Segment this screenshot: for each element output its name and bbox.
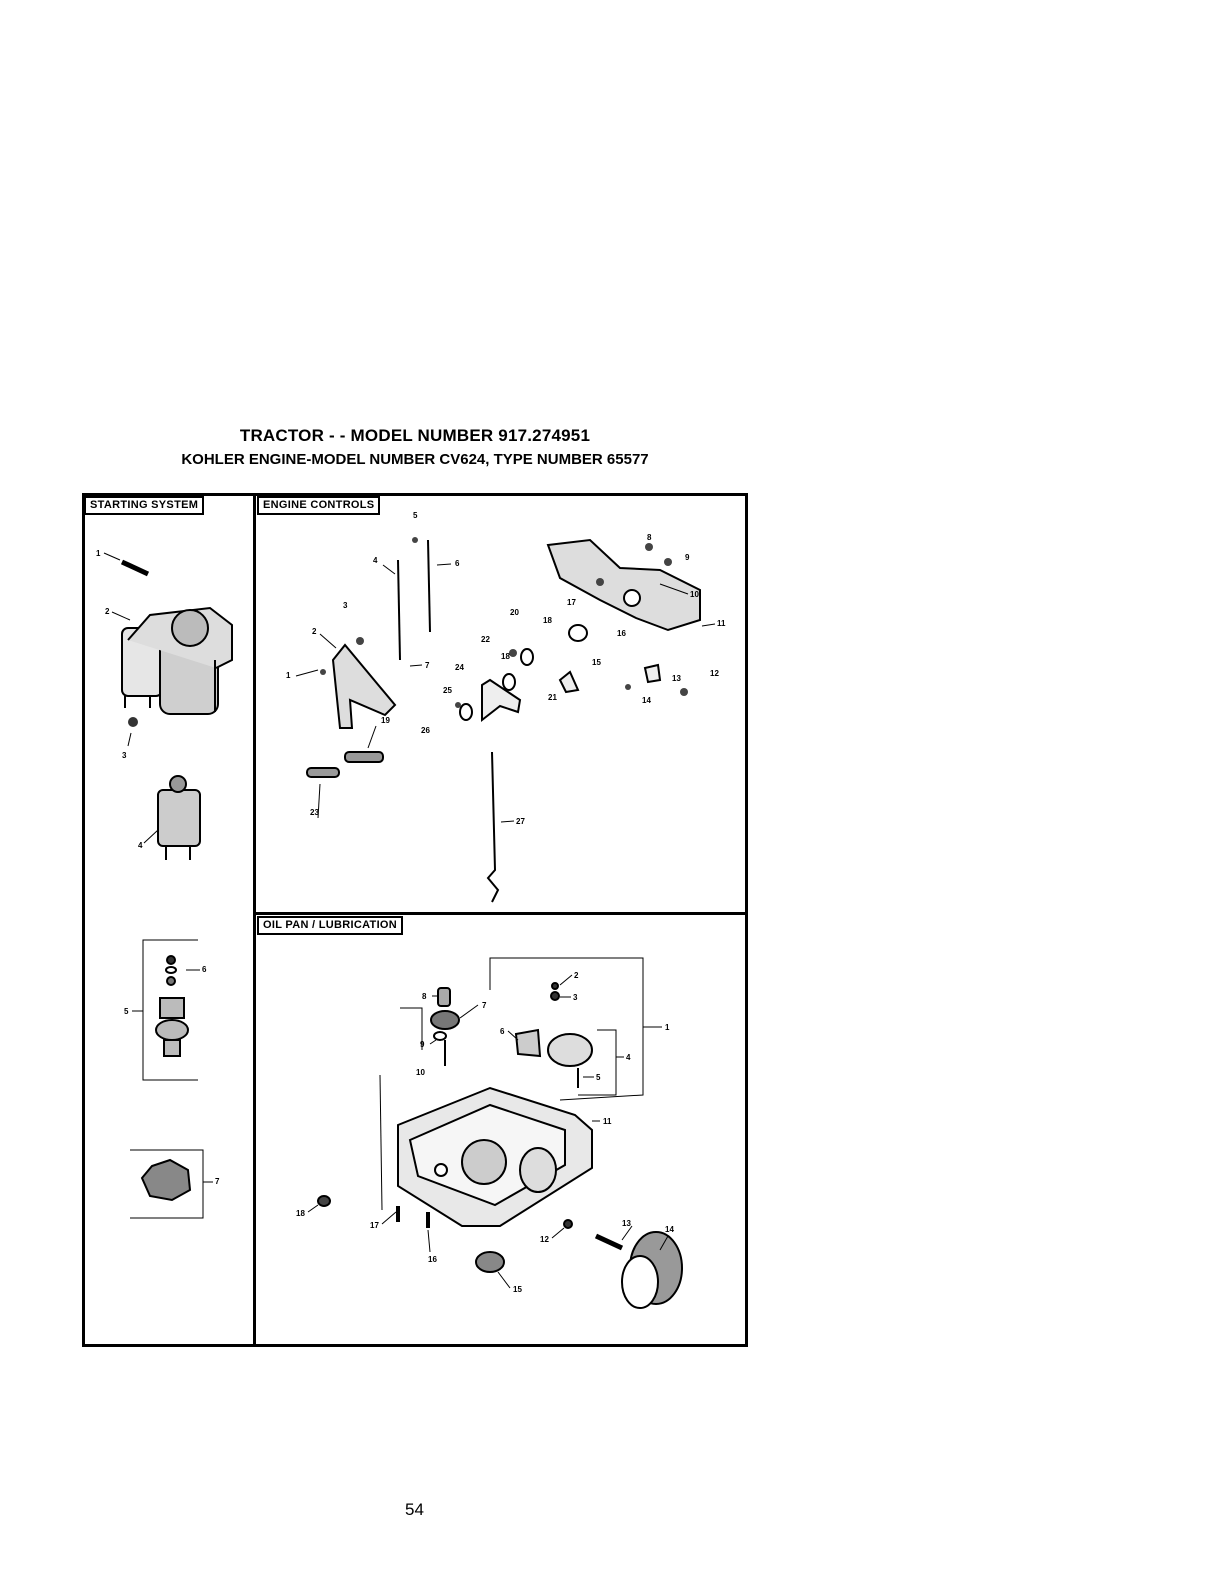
callout: 16	[617, 629, 626, 638]
callout: 18	[296, 1209, 305, 1218]
callout: 18	[501, 652, 510, 661]
oil-pan-icon	[398, 1088, 592, 1226]
section-label-starting-system: STARTING SYSTEM	[84, 496, 204, 515]
callout: 12	[710, 669, 719, 678]
callout: 21	[548, 693, 557, 702]
oil-gears-icon	[431, 983, 592, 1088]
callout: 4	[626, 1053, 631, 1062]
callout: 10	[690, 590, 699, 599]
callout: 10	[416, 1068, 425, 1077]
callout: 27	[516, 817, 525, 826]
callout: 6	[500, 1027, 505, 1036]
callout: 2	[574, 971, 579, 980]
linkage-rods	[398, 540, 498, 902]
section-label-oil-pan: OIL PAN / LUBRICATION	[257, 916, 403, 935]
callout: 11	[717, 619, 726, 628]
callout: 18	[543, 616, 552, 625]
callout: 7	[482, 1001, 487, 1010]
callout: 24	[455, 663, 464, 672]
callout: 3	[343, 601, 348, 610]
callout: 20	[510, 608, 519, 617]
callout: 1	[96, 549, 101, 558]
callout: 7	[215, 1177, 220, 1186]
starter-nut-icon	[128, 717, 138, 746]
callout: 16	[428, 1255, 437, 1264]
section-label-engine-controls: ENGINE CONTROLS	[257, 496, 380, 515]
callout: 1	[665, 1023, 670, 1032]
callout: 6	[455, 559, 460, 568]
callout: 15	[592, 658, 601, 667]
callout: 14	[665, 1225, 674, 1234]
spring-icon	[307, 752, 383, 777]
solenoid-icon	[158, 776, 200, 860]
callout: 8	[422, 992, 427, 1001]
callout: 9	[420, 1040, 425, 1049]
callout: 1	[286, 671, 291, 680]
callout: 4	[138, 841, 143, 850]
callout: 22	[481, 635, 490, 644]
callout: 2	[312, 627, 317, 636]
callout: 19	[381, 716, 390, 725]
callout: 25	[443, 686, 452, 695]
callout: 12	[540, 1235, 549, 1244]
callout: 5	[596, 1073, 601, 1082]
callout: 11	[603, 1117, 612, 1126]
page-number: 54	[405, 1500, 424, 1520]
control-bracket-icon	[548, 540, 700, 630]
callout: 9	[685, 553, 690, 562]
callout: 13	[622, 1219, 631, 1228]
callout: 8	[647, 533, 652, 542]
callout: 14	[642, 696, 651, 705]
callout: 17	[567, 598, 576, 607]
starter-bolt-icon	[122, 562, 148, 574]
starter-motor-icon	[122, 608, 232, 714]
callout: 26	[421, 726, 430, 735]
callout: 4	[373, 556, 378, 565]
gear-cover-icon	[142, 1160, 190, 1200]
callout: 6	[202, 965, 207, 974]
callout: 3	[573, 993, 578, 1002]
callout: 13	[672, 674, 681, 683]
drive-gear-icon	[156, 956, 188, 1056]
callout: 15	[513, 1285, 522, 1294]
callout: 2	[105, 607, 110, 616]
callout: 5	[124, 1007, 129, 1016]
callout: 17	[370, 1221, 379, 1230]
callout: 7	[425, 661, 430, 670]
callout: 5	[413, 511, 418, 520]
callout: 3	[122, 751, 127, 760]
